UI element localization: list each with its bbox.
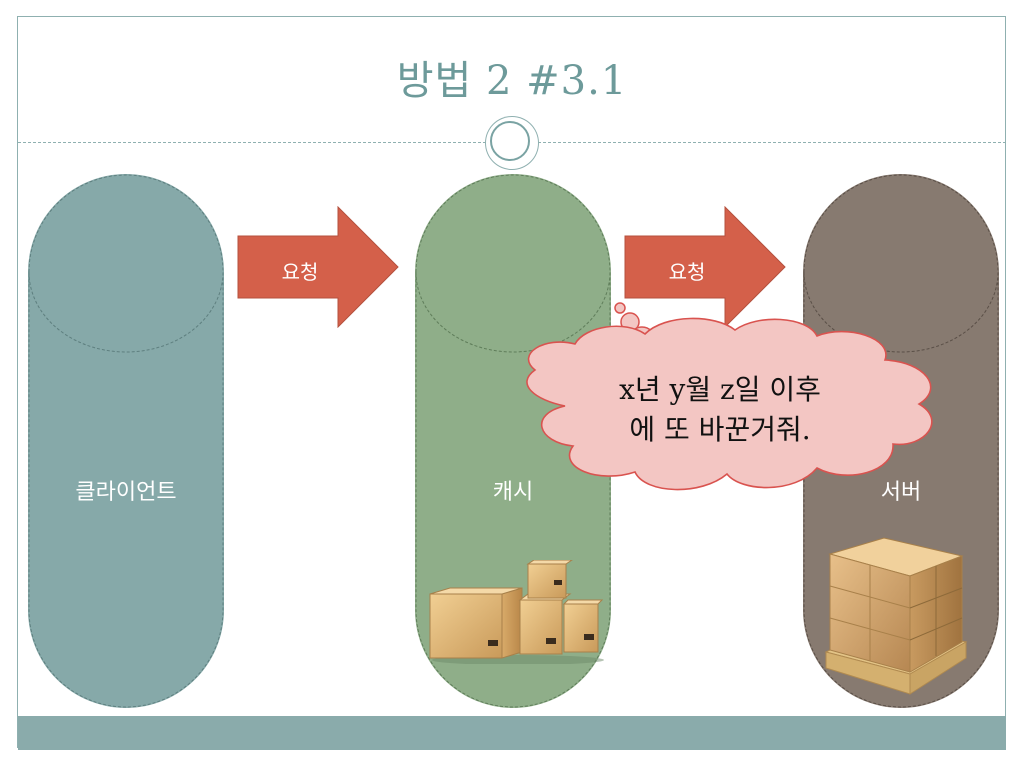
pillar-client: 클라이언트	[28, 174, 224, 708]
request-arrow-1-label: 요청	[281, 260, 319, 284]
server-pallet-image	[824, 537, 968, 695]
callout-line-2: 에 또 바꾼거줘.	[629, 413, 811, 446]
callout-line-1: x년 y월 z일 이후	[619, 373, 821, 406]
divider-ring-ornament	[486, 117, 538, 169]
pillar-cache-label: 캐시	[492, 480, 534, 505]
request-arrow-2-label: 요청	[668, 260, 706, 284]
request-arrow-1: 요청	[236, 205, 400, 329]
pillar-client-label: 클라이언트	[75, 480, 177, 505]
right-arrow-icon	[624, 205, 786, 329]
footer-bar	[18, 716, 1006, 750]
right-arrow-icon	[237, 205, 399, 329]
pillar-client-outline	[28, 174, 224, 708]
cache-boxes-image	[429, 560, 604, 664]
request-arrow-2: 요청	[623, 205, 787, 329]
thought-cloud-callout	[526, 302, 933, 491]
pillar-server-label: 서버	[880, 480, 922, 505]
callout-text: x년 y월 z일 이후 에 또 바꾼거줘.	[520, 370, 920, 450]
slide-title: 방법 2 #3.1	[396, 58, 628, 104]
